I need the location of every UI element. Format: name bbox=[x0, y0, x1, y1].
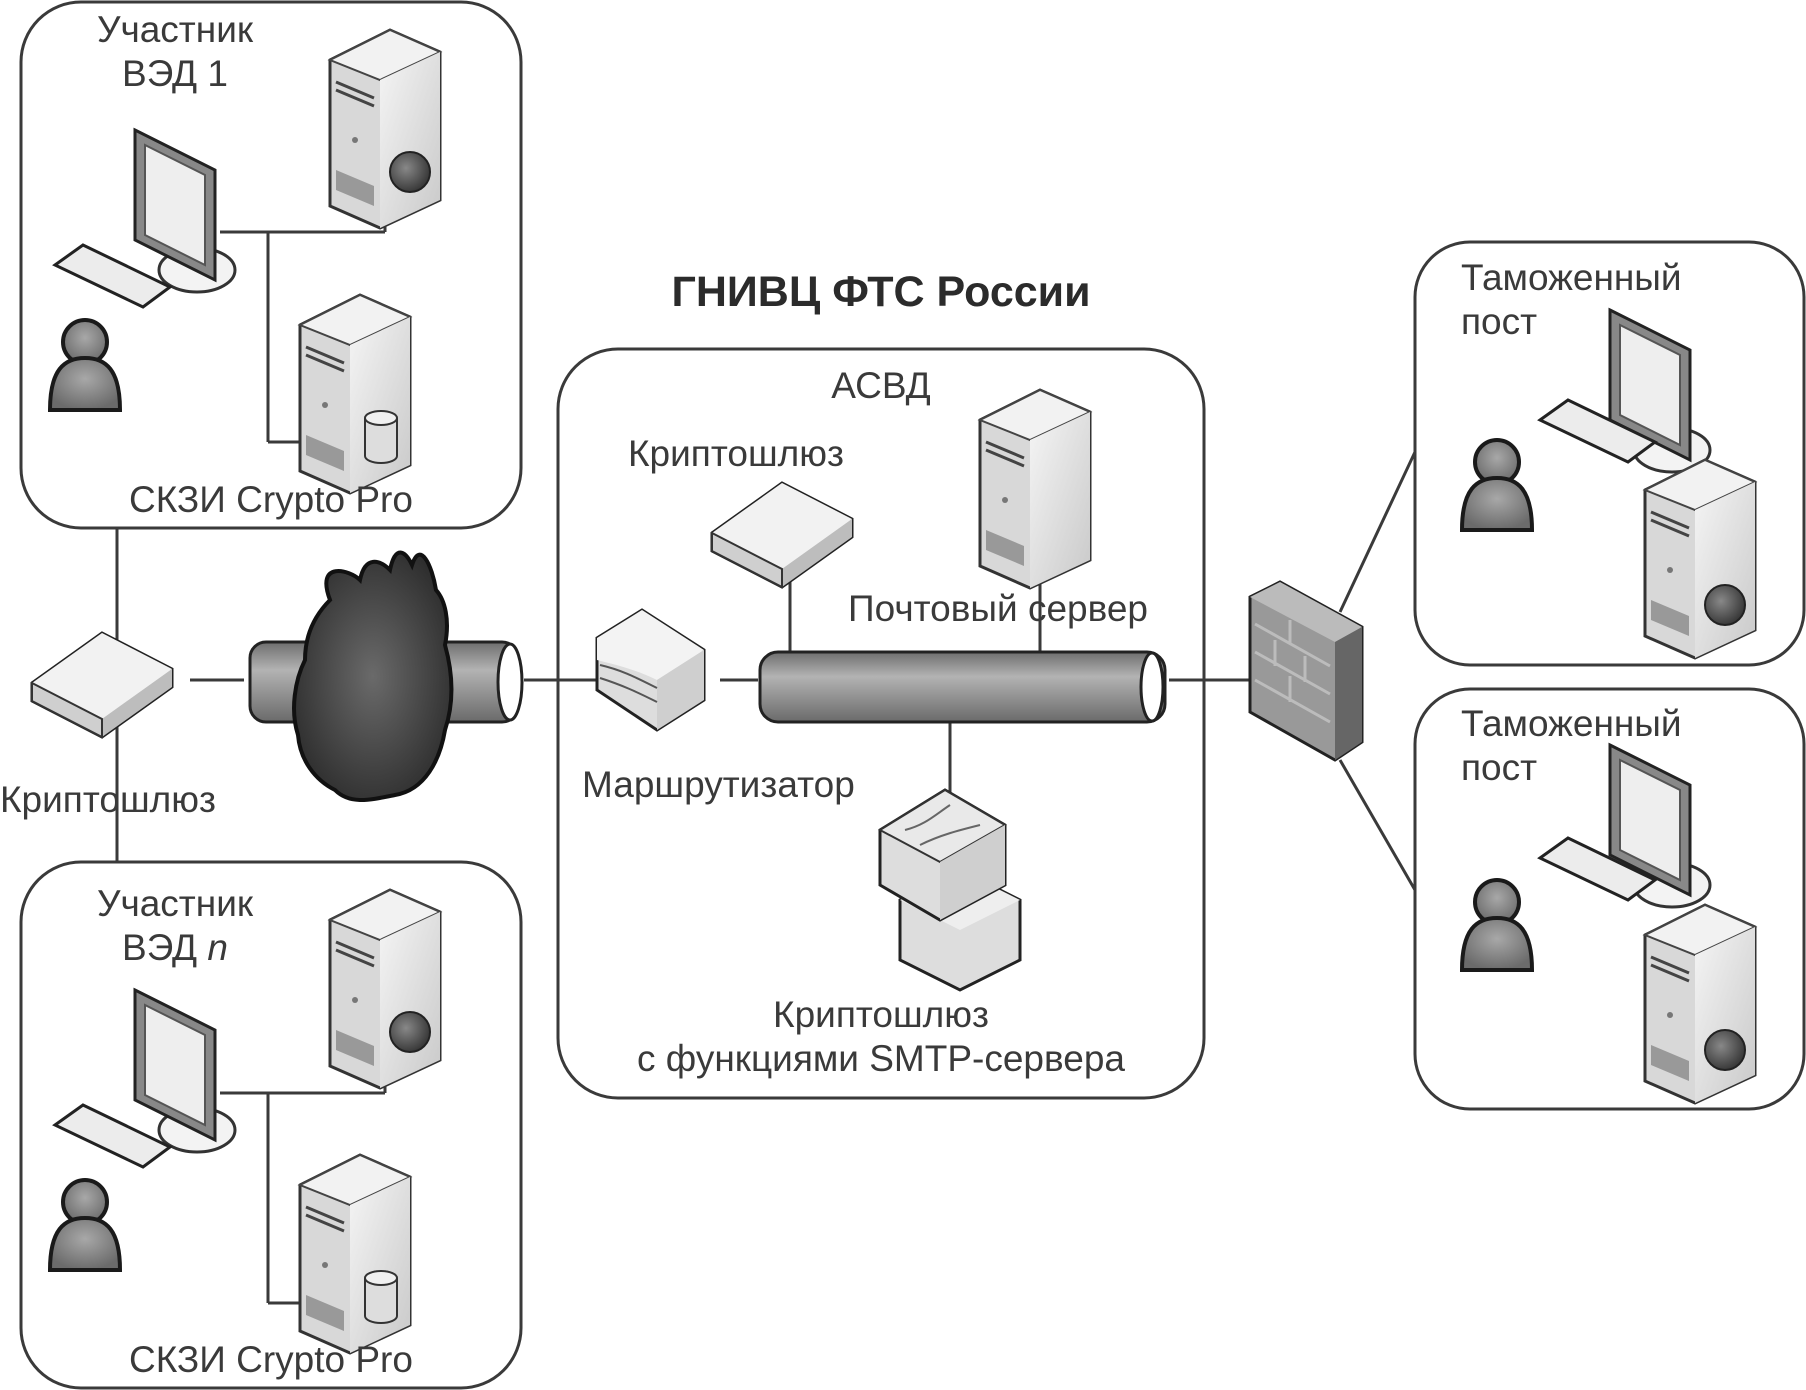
customs-post-1-box bbox=[1413, 240, 1806, 667]
server-icon bbox=[328, 28, 442, 230]
database-icon bbox=[364, 1270, 398, 1324]
router-label: Маршрутизатор bbox=[582, 764, 855, 805]
keyboard-icon bbox=[53, 243, 172, 309]
user-icon bbox=[1460, 438, 1534, 532]
participant-n-software-label: СКЗИ Crypto Pro bbox=[129, 1339, 413, 1380]
keyboard-icon bbox=[53, 1103, 172, 1169]
customs-post-1-label: Таможенный пост bbox=[1461, 257, 1682, 342]
asvd-label: АСВД bbox=[831, 365, 931, 406]
globe-icon bbox=[1704, 1029, 1746, 1071]
crypto-gateway-icon bbox=[30, 631, 174, 739]
smtp-crypto-gateway-icon bbox=[877, 788, 1022, 992]
internet-cloud-icon bbox=[292, 550, 454, 802]
mail-server-icon bbox=[978, 388, 1092, 590]
left-crypto-gateway-label: Криптошлюз bbox=[0, 779, 216, 820]
globe-icon bbox=[389, 1011, 431, 1053]
page-title: ГНИВЦ ФТС России bbox=[671, 268, 1091, 316]
server-icon bbox=[1643, 458, 1757, 660]
asvd-crypto-gateway-label: Криптошлюз bbox=[628, 433, 844, 474]
user-icon bbox=[48, 1178, 122, 1272]
customs-post-2-label: Таможенный пост bbox=[1461, 703, 1682, 788]
globe-icon bbox=[1704, 584, 1746, 626]
participant-1-software-label: СКЗИ Crypto Pro bbox=[129, 479, 413, 520]
server-icon bbox=[328, 888, 442, 1090]
customs-post-2-box bbox=[1413, 687, 1806, 1111]
asvd-crypto-gateway-icon bbox=[710, 481, 854, 589]
globe-icon bbox=[389, 151, 431, 193]
mail-server-label: Почтовый сервер bbox=[848, 588, 1148, 629]
database-icon bbox=[364, 410, 398, 464]
participant-1-box bbox=[19, 0, 523, 530]
asvd-box bbox=[556, 347, 1206, 1100]
smtp-gateway-label: Криптошлюз с функциями SMTP-сервера bbox=[637, 994, 1125, 1079]
network-bus-icon bbox=[758, 650, 1167, 724]
crypto-server-icon bbox=[298, 293, 412, 495]
router-icon bbox=[595, 608, 706, 732]
participant-n-box bbox=[19, 860, 523, 1390]
firewall-icon bbox=[1248, 580, 1364, 762]
participant-n-label: Участник ВЭД n bbox=[96, 883, 254, 968]
user-icon bbox=[1460, 878, 1534, 972]
user-icon bbox=[48, 318, 122, 412]
crypto-server-icon bbox=[298, 1153, 412, 1355]
participant-1-label: Участник ВЭД 1 bbox=[96, 9, 254, 94]
monitor-icon bbox=[133, 128, 237, 294]
server-icon bbox=[1643, 903, 1757, 1105]
monitor-icon bbox=[133, 988, 237, 1154]
